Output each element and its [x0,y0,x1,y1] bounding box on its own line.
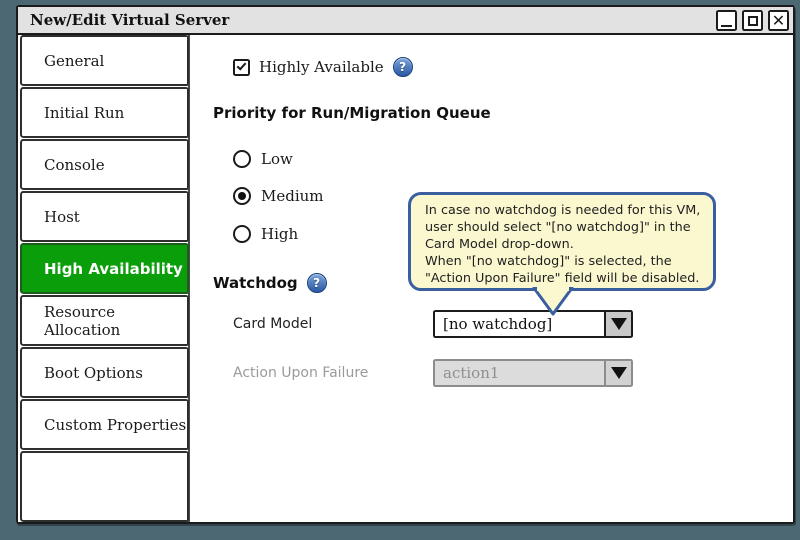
radio-label: Low [261,150,293,168]
highly-available-row: Highly Available ? [233,56,413,78]
dialog-window: New/Edit Virtual Server ✕ General Initia… [16,5,795,524]
highly-available-checkbox[interactable] [233,58,250,76]
sidebar-item-high-availability[interactable]: High Availability [20,243,189,294]
tooltip-line: When "[no watchdog]" is selected, the [425,253,672,269]
sidebar-item-console[interactable]: Console [20,139,189,190]
close-icon: ✕ [771,10,786,30]
sidebar-item-label: Custom Properties [44,415,187,434]
action-upon-failure-dropdown-button [604,361,631,385]
window-title: New/Edit Virtual Server [30,11,230,29]
radio-icon[interactable] [233,225,251,243]
window-controls: ✕ [716,10,789,31]
sidebar-item-host[interactable]: Host [20,191,189,242]
watchdog-heading: Watchdog ? [213,273,327,293]
radio-icon[interactable] [233,150,251,168]
card-model-label: Card Model [233,316,313,332]
sidebar-item-label: Boot Options [44,363,143,382]
watchdog-tooltip-balloon: In case no watchdog is needed for this V… [408,192,716,316]
radio-icon-selected[interactable] [233,187,251,205]
sidebar-item-custom-properties[interactable]: Custom Properties [20,399,189,450]
help-icon[interactable]: ? [306,273,327,293]
maximize-icon [747,15,758,26]
dropdown-arrow-icon [610,367,627,379]
radio-label: Medium [261,187,324,205]
tooltip-line: Card Model drop-down. [425,236,574,252]
radio-dot [238,192,246,200]
priority-option-low[interactable]: Low [233,150,293,168]
tooltip-line: "Action Upon Failure" field will be disa… [425,270,700,286]
card-model-dropdown[interactable]: [no watchdog] [433,310,633,338]
sidebar-item-label: General [44,51,105,70]
minimize-button[interactable] [716,10,737,31]
sidebar-item-label: Host [44,207,80,226]
sidebar-nav: General Initial Run Console Host High Av… [20,35,189,522]
action-upon-failure-label: Action Upon Failure [233,365,369,381]
action-upon-failure-dropdown: action1 [433,359,633,387]
title-bar[interactable]: New/Edit Virtual Server ✕ [18,7,793,35]
checkmark-icon [236,59,247,71]
sidebar-item-label: Initial Run [44,103,125,122]
minimize-icon [721,25,732,27]
sidebar-item-resource-allocation[interactable]: Resource Allocation [20,295,189,346]
sidebar-item-label: Console [44,155,105,174]
sidebar-item-label: Resource Allocation [44,302,121,339]
tooltip-line: user should select "[no watchdog]" in th… [425,219,691,235]
sidebar-item-boot-options[interactable]: Boot Options [20,347,189,398]
sidebar-item-label: High Availability [44,259,183,278]
sidebar-divider [188,35,190,522]
highly-available-label: Highly Available [259,58,384,76]
tooltip-line: In case no watchdog is needed for this V… [425,203,701,218]
priority-option-high[interactable]: High [233,225,298,243]
priority-heading: Priority for Run/Migration Queue [213,104,491,122]
tooltip-tail [532,287,574,316]
priority-option-medium[interactable]: Medium [233,187,324,205]
action-upon-failure-value: action1 [443,364,500,382]
sidebar-empty-cell [20,451,189,522]
sidebar-item-initial-run[interactable]: Initial Run [20,87,189,138]
dropdown-arrow-icon [610,318,627,330]
card-model-value: [no watchdog] [443,315,553,333]
help-icon[interactable]: ? [392,57,413,77]
card-model-dropdown-button[interactable] [604,312,631,336]
radio-label: High [261,225,299,243]
close-button[interactable]: ✕ [768,10,789,31]
maximize-button[interactable] [742,10,763,31]
sidebar-item-general[interactable]: General [20,35,189,86]
